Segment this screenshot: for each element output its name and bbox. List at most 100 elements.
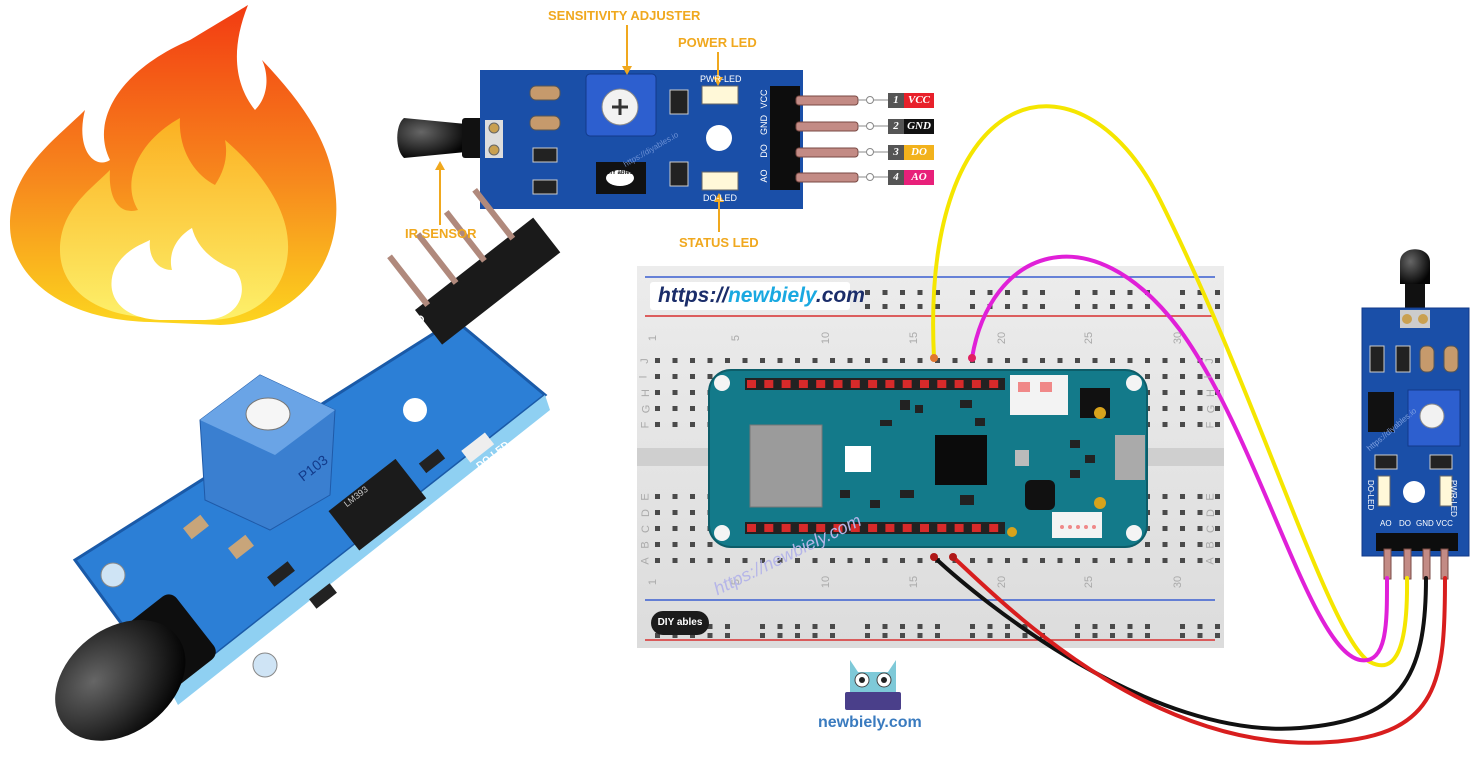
arduino-pin [781, 380, 791, 388]
breadboard-hole [1215, 558, 1220, 563]
breadboard-hole [1092, 358, 1098, 363]
pin-label-number: 1 [888, 93, 904, 108]
wire-red [951, 555, 1447, 745]
breadboard-hole [690, 494, 695, 499]
breadboard-hole [690, 633, 695, 638]
breadboard-hole [900, 290, 905, 295]
top-board-pin-ao: AO [759, 169, 769, 183]
wires [930, 104, 1447, 745]
breadboard-hole [1057, 558, 1063, 563]
right-pwr-led-text: PWR-LED [1449, 480, 1458, 517]
column-number: 15 [908, 331, 921, 345]
arduino-pin [902, 380, 912, 388]
breadboard-hole [970, 624, 975, 629]
row-letter: I [1202, 375, 1215, 379]
breadboard-hole [952, 358, 958, 363]
breadboard-hole [1215, 304, 1220, 309]
arduino-pin [833, 524, 843, 532]
breadboard-hole [655, 390, 660, 395]
footer-brand: newbiely.com [818, 714, 922, 731]
breadboard-hole [672, 390, 678, 395]
arduino-board [708, 369, 1148, 548]
breadboard-hole [690, 558, 695, 563]
breadboard-hole [1110, 304, 1115, 309]
breadboard-hole [1075, 304, 1080, 309]
breadboard-hole [917, 358, 923, 363]
arduino-pin [954, 524, 964, 532]
breadboard-hole [1197, 510, 1203, 515]
row-letter: A [639, 557, 652, 565]
breadboard-hole [760, 624, 765, 629]
breadboard-hole [672, 558, 678, 563]
arduino-pin [989, 524, 999, 532]
arduino-pin [954, 380, 964, 388]
label-ir-sensor: IR SENSOR [405, 226, 477, 241]
breadboard-hole [690, 542, 695, 547]
breadboard-hole [1197, 633, 1203, 638]
column-number: 25 [1083, 575, 1096, 589]
column-number: 20 [996, 575, 1009, 589]
arduino-pin [971, 380, 981, 388]
row-letter: F [639, 421, 652, 429]
breadboard-hole [1197, 422, 1203, 427]
breadboard-hole [672, 526, 678, 531]
breadboard-hole [847, 558, 853, 563]
breadboard-hole [1215, 624, 1220, 629]
breadboard-hole [1197, 558, 1203, 563]
breadboard-hole [970, 633, 975, 638]
arduino-pin [868, 380, 878, 388]
breadboard-hole [1127, 304, 1133, 309]
breadboard-hole [812, 358, 818, 363]
breadboard-hole [1127, 624, 1133, 629]
breadboard-hole [1180, 422, 1185, 427]
breadboard-hole [795, 624, 800, 629]
breadboard-hole [1180, 494, 1185, 499]
url-brand: newbiely [727, 284, 816, 307]
breadboard-hole [1215, 374, 1220, 379]
breadboard-hole [1145, 374, 1150, 379]
arduino-pin [833, 380, 843, 388]
breadboard-hole [1092, 624, 1098, 629]
breadboard-hole [655, 558, 660, 563]
breadboard-hole [760, 633, 765, 638]
breadboard-hole [830, 558, 835, 563]
breadboard-hole [1162, 390, 1168, 395]
breadboard-hole [830, 633, 835, 638]
breadboard-hole [882, 633, 888, 638]
breadboard-hole [1092, 304, 1098, 309]
breadboard-hole [690, 358, 695, 363]
row-letter: E [639, 493, 652, 501]
breadboard-hole [1040, 304, 1045, 309]
breadboard-hole [865, 633, 870, 638]
right-pin-do: DO [1399, 519, 1411, 528]
breadboard-hole [1215, 358, 1220, 363]
arduino-pin [920, 524, 929, 532]
arduino-pin [747, 380, 756, 388]
breadboard-hole [725, 358, 730, 363]
breadboard-hole [882, 358, 888, 363]
breadboard-hole [970, 290, 975, 295]
breadboard-hole [690, 374, 695, 379]
row-letter: F [1204, 421, 1217, 429]
pin-label-number: 2 [888, 119, 904, 134]
breadboard-hole [1057, 358, 1063, 363]
breadboard-hole [795, 558, 800, 563]
breadboard-hole [987, 633, 993, 638]
breadboard-hole [690, 406, 695, 411]
breadboard-hole [1180, 558, 1185, 563]
breadboard-hole [1040, 290, 1045, 295]
breadboard-hole [672, 633, 678, 638]
breadboard-hole [900, 633, 905, 638]
column-number: 1 [647, 334, 660, 342]
breadboard-hole [707, 633, 713, 638]
breadboard-hole [812, 633, 818, 638]
breadboard-hole [1005, 624, 1010, 629]
row-letter: J [1203, 358, 1216, 364]
breadboard-hole [1145, 304, 1150, 309]
arduino-pin [971, 524, 981, 532]
arduino-pin [989, 380, 999, 388]
breadboard-hole [1022, 558, 1028, 563]
breadboard-hole [1162, 558, 1168, 563]
